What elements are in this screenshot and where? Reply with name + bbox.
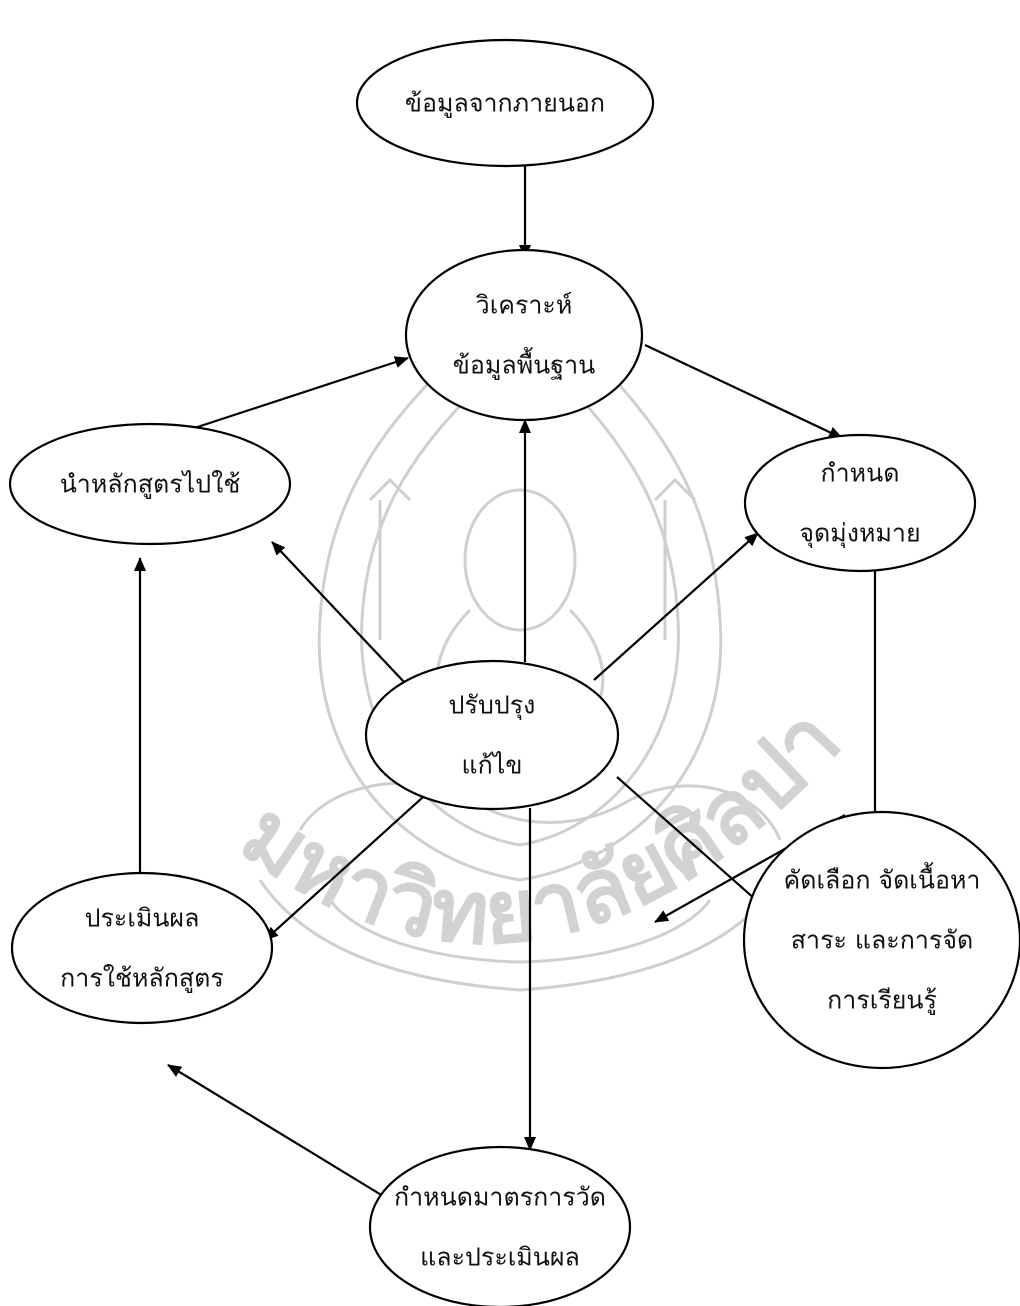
node-measure-shape <box>368 1145 632 1306</box>
node-improve-label-2: แก้ไข <box>462 751 523 780</box>
node-goal-shape <box>743 433 977 573</box>
node-analyze-label-1: วิเคราะห์ <box>476 291 573 320</box>
arrow-measure-to-evaluate <box>167 1064 384 1197</box>
node-implement-shape <box>8 422 292 546</box>
node-implement-label-1: นำหลักสูตรไปใช้ <box>60 470 241 500</box>
node-evaluate-label-2: การใช้หลักสูตร <box>60 964 224 994</box>
node-external-label-1: ข้อมูลจากภายนอก <box>405 89 605 119</box>
node-improve-shape <box>364 659 620 811</box>
node-analyze-shape <box>404 248 644 422</box>
arrow-improve-to-implement <box>271 541 406 684</box>
node-measure-label-1: กำหนดมาตรการวัด <box>394 1183 606 1212</box>
node-evaluate-shape <box>10 871 274 1025</box>
arrow-analyze-to-goal <box>644 344 843 439</box>
node-external: ข้อมูลจากภายนอก <box>355 38 655 168</box>
node-improve-label-1: ปรับปรุง <box>449 691 536 721</box>
node-implement: นำหลักสูตรไปใช้ <box>8 422 292 546</box>
node-content-label-1: คัดเลือก จัดเนื้อหา <box>784 862 981 895</box>
node-content-label-2: สาระ และการจัด <box>791 926 973 955</box>
node-content-shape <box>742 810 1020 1070</box>
arrow-improve-to-content <box>616 776 774 916</box>
node-goal-label-2: จุดมุ่งหมาย <box>799 519 920 549</box>
node-goal-label-1: กำหนด <box>821 459 900 488</box>
arrow-improve-to-goal <box>593 532 759 681</box>
node-evaluate-label-1: ประเมินผล <box>85 904 200 933</box>
arrow-improve-to-evaluate <box>264 787 434 941</box>
node-analyze-label-2: ข้อมูลพื้นฐาน <box>453 347 595 381</box>
node-content-label-3: การเรียนรู้ <box>827 986 937 1016</box>
arrow-implement-to-analyze <box>169 356 409 438</box>
node-improve: ปรับปรุงแก้ไข <box>364 659 620 811</box>
node-external-shape <box>355 38 655 168</box>
node-analyze: วิเคราะห์ข้อมูลพื้นฐาน <box>404 248 644 422</box>
node-measure-label-2: และประเมินผล <box>420 1243 580 1272</box>
nodes: ข้อมูลจากภายนอกวิเคราะห์ข้อมูลพื้นฐานกำห… <box>8 38 1020 1306</box>
